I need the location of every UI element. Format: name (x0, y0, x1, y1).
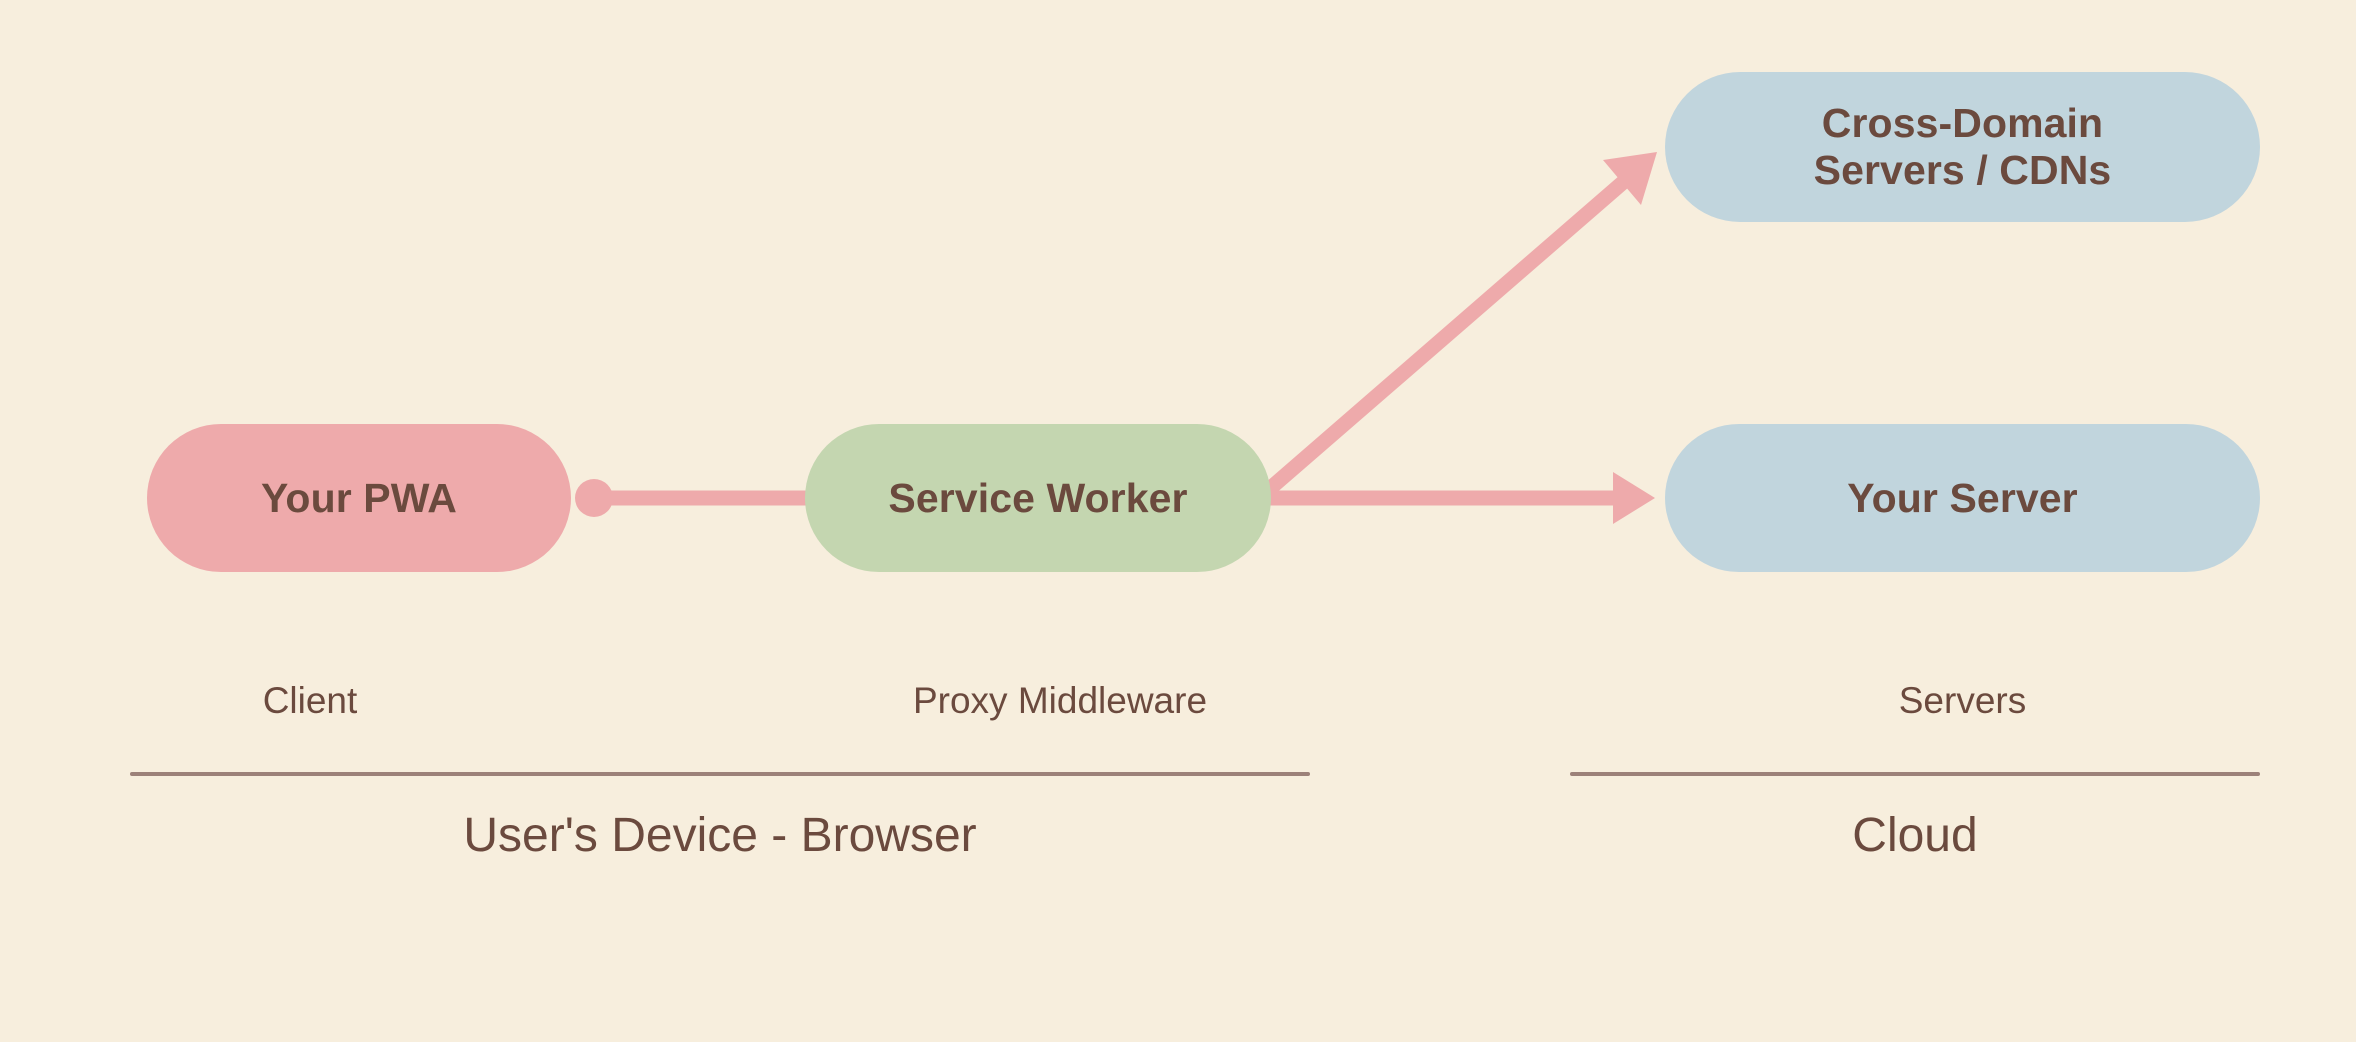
node-your-server[interactable]: Your Server (1665, 424, 2260, 572)
node-cross-domain-label-line2: Servers / CDNs (1813, 147, 2112, 193)
node-cross-domain-label-line1: Cross-Domain (1821, 99, 2104, 146)
zone-title-users-device-browser: User's Device - Browser (463, 809, 977, 862)
arrowhead-icon (1613, 472, 1655, 524)
zone-divider-right (1570, 772, 2260, 776)
connector-dot-icon (575, 479, 613, 517)
zone-title-cloud: Cloud (1852, 809, 1978, 862)
connector-sw-to-your-server (1266, 472, 1655, 524)
node-service-worker-label: Service Worker (888, 474, 1188, 521)
node-your-server-label: Your Server (1847, 474, 2078, 521)
connector-sw-to-cross-domain (1261, 152, 1657, 498)
zone-caption-client: Client (262, 680, 358, 721)
connector-line-sw-cdn (1261, 172, 1633, 498)
zone-divider-left (130, 772, 1310, 776)
node-your-pwa-label: Your PWA (261, 474, 457, 521)
arrowhead-icon (1603, 152, 1657, 205)
node-your-pwa[interactable]: Your PWA (147, 424, 571, 572)
node-service-worker[interactable]: Service Worker (805, 424, 1271, 572)
node-cross-domain-servers[interactable]: Cross-Domain Servers / CDNs (1665, 72, 2260, 222)
node-cross-domain-label: Cross-Domain Servers / CDNs (1814, 100, 2112, 194)
zone-caption-proxy-middleware: Proxy Middleware (912, 680, 1208, 721)
zone-caption-servers: Servers (1898, 680, 2027, 721)
connector-pwa-to-service-worker (575, 479, 812, 517)
